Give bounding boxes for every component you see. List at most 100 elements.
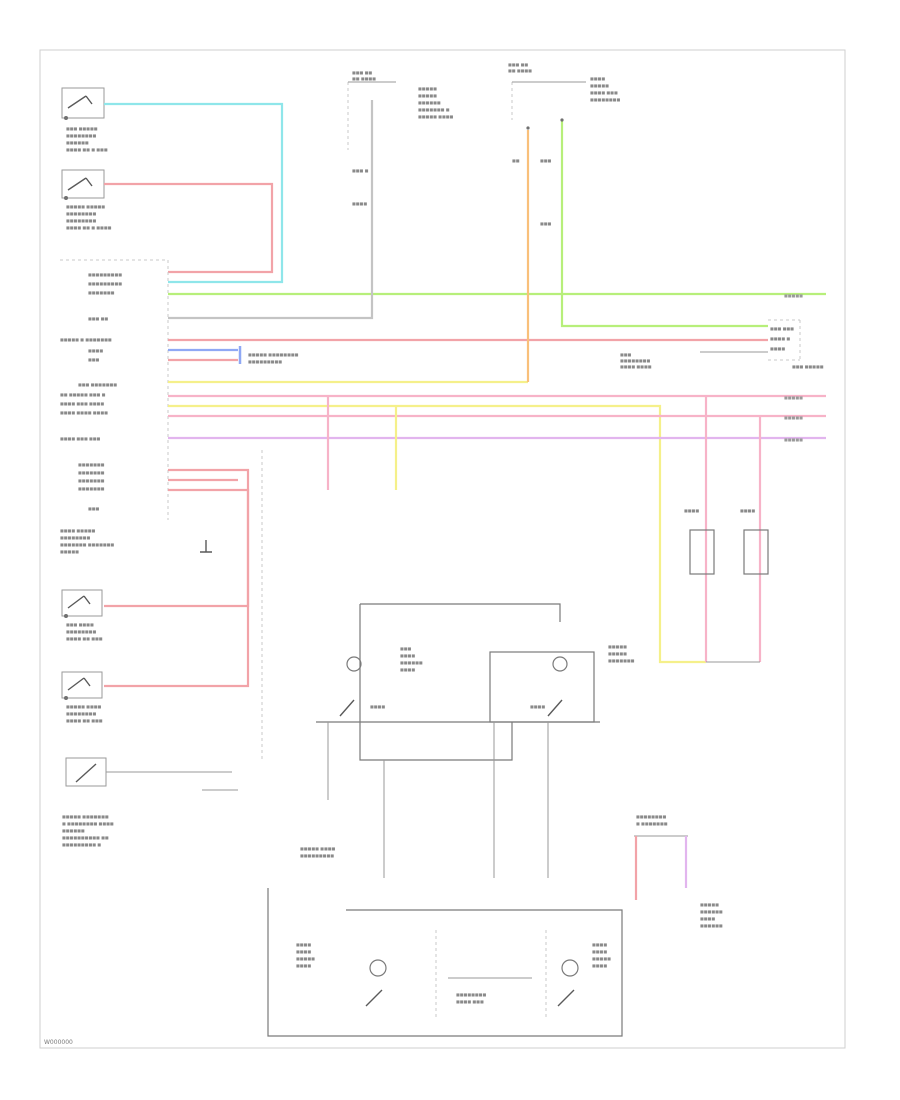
svg-text:■■■■■■: ■■■■■■ <box>62 828 85 833</box>
svg-text:■■■ ■■: ■■■ ■■ <box>508 62 528 67</box>
wire-gray-ground <box>106 771 238 791</box>
svg-text:■■■■■: ■■■■■ <box>60 549 79 554</box>
svg-text:■■: ■■ <box>512 158 520 163</box>
svg-text:■■■■■■■■: ■■■■■■■■ <box>66 218 96 223</box>
svg-text:■■■: ■■■ <box>620 352 632 357</box>
svg-text:■■■■■: ■■■■■ <box>418 86 437 91</box>
switch-terminal-dot <box>64 116 68 120</box>
svg-text:■■■■■■■: ■■■■■■■ <box>78 478 105 483</box>
svg-text:■■■■■■■■: ■■■■■■■■ <box>66 133 96 138</box>
fuse-box-left: ■■■ ■■ ■■ ■■■■ ■■■■■ ■■■■■ ■■■■■■ ■■■■■■… <box>347 70 454 206</box>
svg-text:■■■■■ ■■■■: ■■■■■ ■■■■ <box>300 846 336 851</box>
svg-text:■■■■: ■■■■ <box>590 76 605 81</box>
switch-icon <box>67 595 91 609</box>
wire-red-1 <box>104 182 274 274</box>
svg-text:■■■ ■■■■: ■■■ ■■■■ <box>66 622 94 627</box>
svg-text:■■■■■■■■■: ■■■■■■■■■ <box>88 272 122 277</box>
svg-text:■■■■ ■■■■■: ■■■■ ■■■■■ <box>60 528 96 533</box>
svg-text:■■■■: ■■■■ <box>400 653 415 658</box>
lamp-icon <box>346 656 362 672</box>
svg-text:■■■■: ■■■■ <box>740 508 755 513</box>
svg-text:■■■■: ■■■■ <box>352 201 367 206</box>
svg-text:■■■■■■■: ■■■■■■■ <box>78 486 105 491</box>
svg-text:■■■■■: ■■■■■ <box>592 956 611 961</box>
lamp-icon <box>552 656 568 672</box>
svg-text:■■■■■: ■■■■■ <box>608 651 627 656</box>
unit-outline <box>359 603 561 761</box>
room-lamp-unit: ■■■ ■■■■ ■■■■■■ ■■■■ ■■■■ ■■■■ ■■■■■ ■■■… <box>300 603 600 878</box>
svg-text:■■■■■■■■■ ■: ■■■■■■■■■ ■ <box>62 842 101 847</box>
svg-text:■■■■: ■■■■ <box>592 942 607 947</box>
wire-gray-bus <box>168 100 374 320</box>
svg-text:■■■■ ■■■ ■■■■: ■■■■ ■■■ ■■■■ <box>60 401 104 406</box>
svg-text:■■■■: ■■■■ <box>88 348 103 353</box>
svg-text:■■■ ■■■: ■■■ ■■■ <box>770 326 794 331</box>
svg-text:■■ ■■■■■ ■■■ ■: ■■ ■■■■■ ■■■ ■ <box>60 392 106 397</box>
svg-text:■■■■■■■■■■ ■■: ■■■■■■■■■■ ■■ <box>62 835 109 840</box>
svg-text:■■■■■ ■■■■■: ■■■■■ ■■■■■ <box>66 204 105 209</box>
svg-text:■■■■■■: ■■■■■■ <box>700 923 723 928</box>
svg-text:■■■■■■■: ■■■■■■■ <box>78 462 105 467</box>
svg-text:■■■■: ■■■■ <box>296 942 311 947</box>
svg-text:■■■■: ■■■■ <box>296 949 311 954</box>
svg-text:■■■■■■■■: ■■■■■■■■ <box>60 535 90 540</box>
rear-door-switches: ■■■■ ■■■■■ ■■■■■■■■ ■■■■■■■ ■■■■■■■ ■■■■… <box>60 528 212 847</box>
svg-text:■■■■ ■: ■■■■ ■ <box>770 336 790 341</box>
svg-text:■■■■ ■■■■: ■■■■ ■■■■ <box>620 364 652 369</box>
svg-text:■■■■■■■■: ■■■■■■■■ <box>590 97 620 102</box>
wire-yellow-bus <box>168 404 706 664</box>
svg-text:■■■ ■■: ■■■ ■■ <box>88 316 108 321</box>
svg-text:■■■■: ■■■■ <box>684 508 699 513</box>
svg-text:■■■■ ■■ ■■■: ■■■■ ■■ ■■■ <box>66 718 103 723</box>
svg-text:■■■ ■■■■■■■: ■■■ ■■■■■■■ <box>78 382 117 387</box>
switch-housing <box>61 87 105 119</box>
svg-text:■ ■■■■■■■: ■ ■■■■■■■ <box>636 821 668 826</box>
svg-text:■■■■■■■■: ■■■■■■■■ <box>66 629 96 634</box>
lamp-icon <box>561 959 579 977</box>
svg-text:■■■■: ■■■■ <box>296 963 311 968</box>
diagram-frame <box>39 49 846 1049</box>
svg-text:■■■■: ■■■■ <box>530 704 545 709</box>
right-rear-lamps: ■■■■ ■■■■ ■■■■■ ■■■■■ ■■■■■■■ <box>608 508 769 663</box>
svg-text:■■■: ■■■ <box>88 506 100 511</box>
svg-text:■■■■■■■■: ■■■■■■■■ <box>66 711 96 716</box>
svg-text:■■■■■■: ■■■■■■ <box>400 660 423 665</box>
svg-text:■■■■■■■■■: ■■■■■■■■■ <box>88 281 122 286</box>
svg-text:■■■■■■■■: ■■■■■■■■ <box>66 211 96 216</box>
svg-text:■■■■■: ■■■■■ <box>296 956 315 961</box>
svg-text:■■■■ ■■ ■■■: ■■■■ ■■ ■■■ <box>66 636 103 641</box>
svg-text:■■■■■ ■■■■: ■■■■■ ■■■■ <box>418 114 454 119</box>
switch-icon <box>339 699 563 717</box>
svg-text:■■■■■■■ ■: ■■■■■■■ ■ <box>418 107 450 112</box>
svg-text:■■ ■■■■: ■■ ■■■■ <box>352 76 376 81</box>
svg-text:■■■■ ■■■■ ■■■■: ■■■■ ■■■■ ■■■■ <box>60 410 108 415</box>
svg-text:■■■■■: ■■■■■ <box>784 293 803 298</box>
svg-text:■■■■■ ■ ■■■■■■■: ■■■■■ ■ ■■■■■■■ <box>60 337 112 342</box>
console-outline <box>267 888 623 1037</box>
svg-text:■■■■■: ■■■■■ <box>700 902 719 907</box>
switch-icon <box>67 677 91 691</box>
page-tag: W000000 <box>44 1039 73 1046</box>
svg-text:■■■■: ■■■■ <box>770 346 785 351</box>
fuse-box-right: ■■■ ■■ ■■ ■■■■ ■■■■ ■■■■■ ■■■■ ■■■ ■■■■■… <box>508 62 620 226</box>
switch-terminal-dot <box>64 696 68 700</box>
wire-green-right <box>560 120 768 328</box>
svg-text:■■■ ■■■■■: ■■■ ■■■■■ <box>66 126 98 131</box>
right-wire-terminations: ■■■■■ ■■■■■ ■■■■■ ■■■■■ <box>784 293 803 442</box>
svg-text:■■■■■■■■: ■■■■■■■■ <box>620 358 650 363</box>
svg-text:■■■■■ ■■■■■■■■: ■■■■■ ■■■■■■■■ <box>248 352 299 357</box>
svg-text:■■■■■: ■■■■■ <box>784 415 803 420</box>
wire-cyan <box>104 102 284 284</box>
svg-text:■■■■ ■■ ■ ■■■: ■■■■ ■■ ■ ■■■ <box>66 147 108 152</box>
svg-text:■■■■: ■■■■ <box>700 916 715 921</box>
svg-text:■■■■■: ■■■■■ <box>784 437 803 442</box>
svg-text:■■■: ■■■ <box>400 646 412 651</box>
fuse-terminal <box>560 118 564 122</box>
svg-text:■■■■■■■■: ■■■■■■■■ <box>636 814 666 819</box>
svg-text:■■■■■: ■■■■■ <box>608 644 627 649</box>
body-control-connector: ■■■■■■■■■ ■■■■■■■■■ ■■■■■■■ ■■■ ■■ ■■■■■… <box>60 259 169 520</box>
switch-housing <box>65 757 107 787</box>
svg-text:■■■: ■■■ <box>540 158 552 163</box>
overhead-console: ■■■■■■■■ ■■■■ ■■■ ■■■■ ■■■■ ■■■■■ ■■■■ ■… <box>267 888 623 1037</box>
